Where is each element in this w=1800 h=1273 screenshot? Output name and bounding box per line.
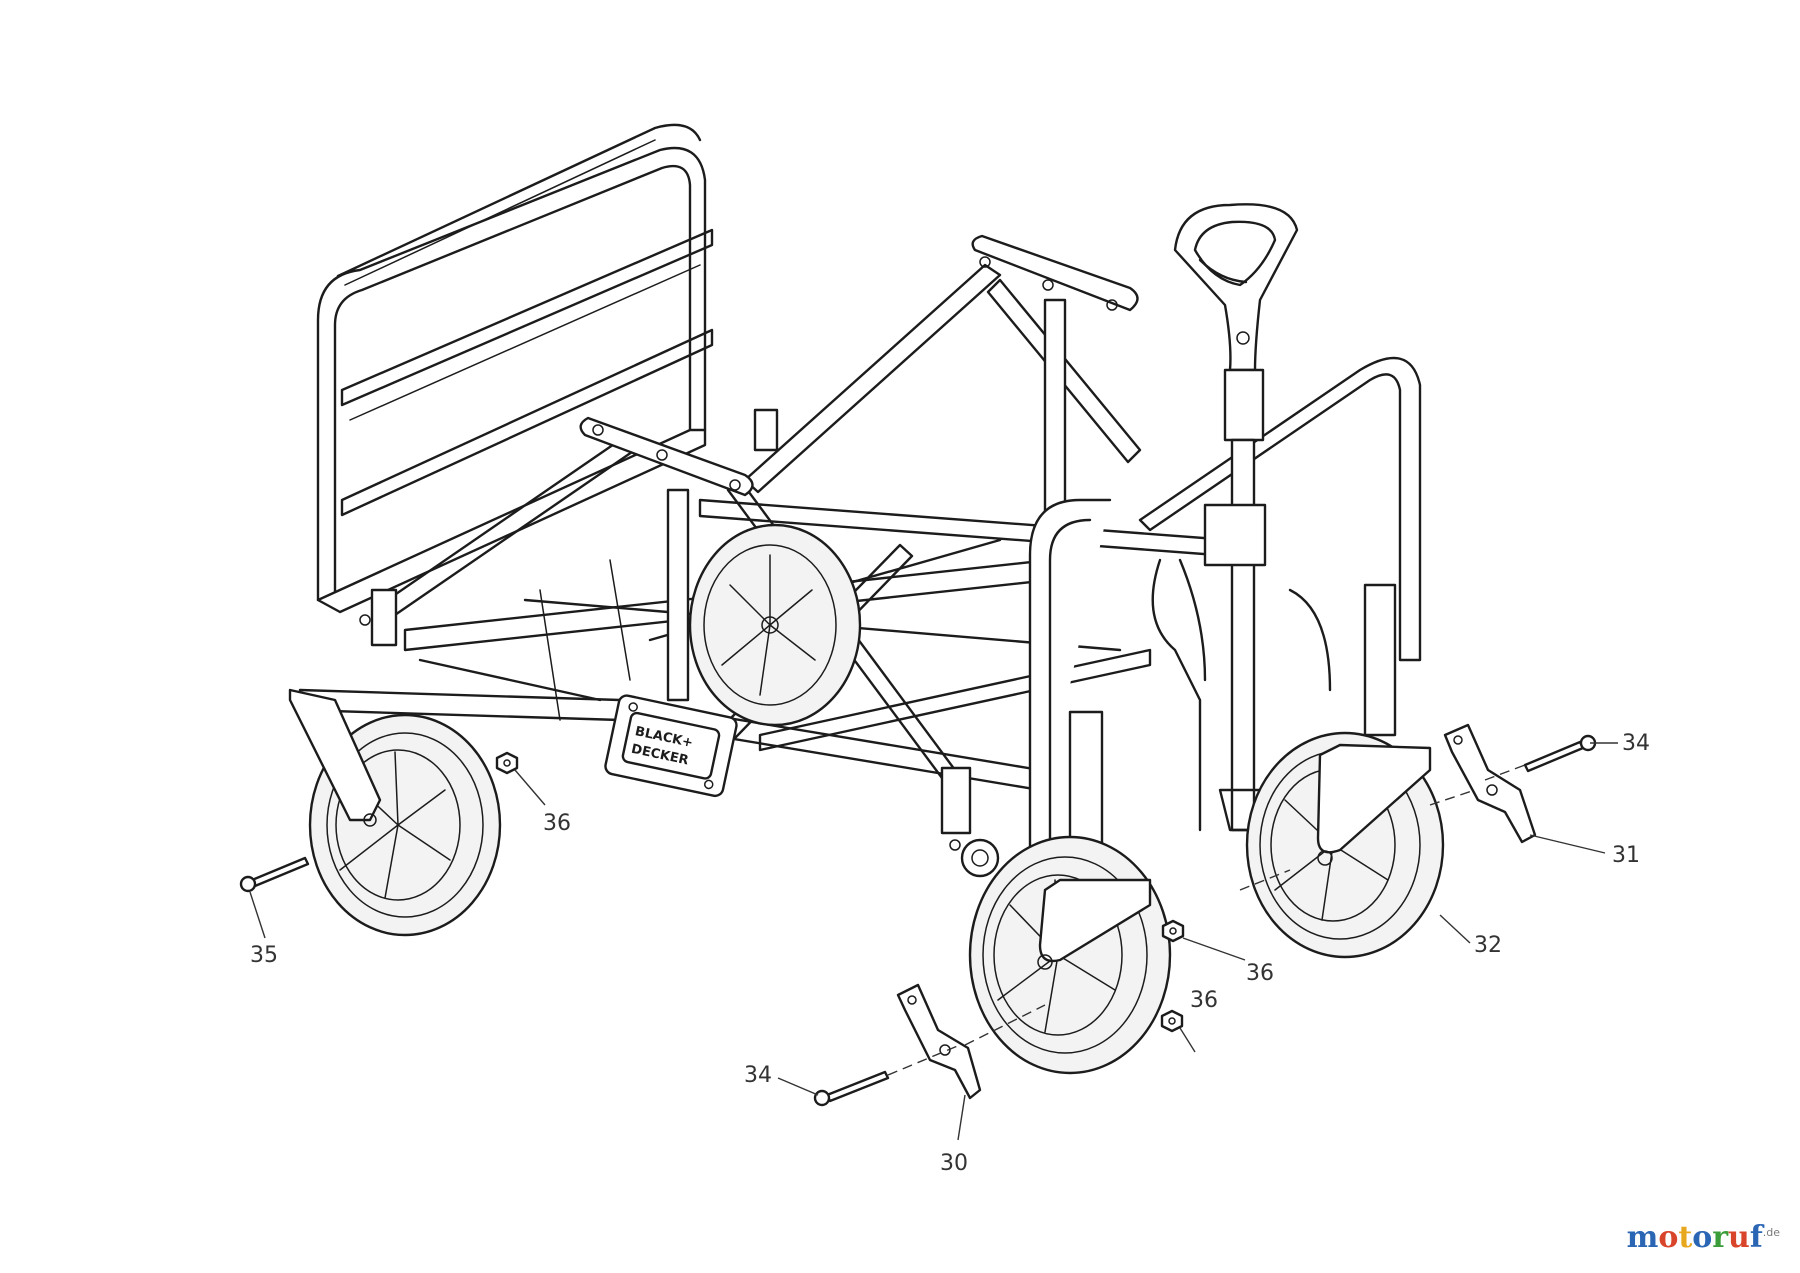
watermark-suffix: .de bbox=[1762, 1226, 1780, 1239]
watermark-letter: o bbox=[1692, 1220, 1713, 1255]
callout-34-right: 34 bbox=[1622, 731, 1650, 756]
callout-36-left: 36 bbox=[543, 811, 571, 836]
watermark-letter: t bbox=[1678, 1220, 1693, 1255]
motoruf-watermark: motoruf.de bbox=[1627, 1220, 1780, 1255]
callout-36-middle: 36 bbox=[1190, 988, 1218, 1013]
front-frame bbox=[1028, 356, 1422, 872]
callout-labels: 35 36 36 36 34 31 32 34 30 bbox=[250, 731, 1650, 1176]
callout-35: 35 bbox=[250, 943, 278, 968]
hardware-nut-36c bbox=[1160, 1009, 1184, 1033]
hardware-pin-35 bbox=[239, 856, 310, 893]
pull-handle bbox=[1173, 203, 1299, 832]
hardware-pin-34-left bbox=[813, 1070, 890, 1107]
callout-30: 30 bbox=[940, 1151, 968, 1176]
hardware-nut-36b bbox=[1161, 919, 1185, 943]
watermark-letter: f bbox=[1749, 1220, 1763, 1255]
wheel-rear-inner bbox=[688, 523, 862, 727]
callout-leaders bbox=[249, 742, 1618, 1141]
frame-brackets bbox=[359, 408, 1000, 878]
callout-34-left: 34 bbox=[744, 1063, 772, 1088]
callout-32: 32 bbox=[1474, 933, 1502, 958]
hinge-plates bbox=[579, 234, 1139, 497]
bracket-31 bbox=[1443, 723, 1537, 844]
brand-badge: BLACK+ DECKER bbox=[604, 694, 738, 798]
callout-36-right: 36 bbox=[1246, 961, 1274, 986]
watermark-letter: m bbox=[1626, 1220, 1659, 1255]
wheel-front-left bbox=[968, 835, 1172, 1075]
hardware-pin-34-right bbox=[1523, 734, 1597, 773]
watermark-letter: o bbox=[1658, 1220, 1679, 1255]
wheel-front-right bbox=[1245, 731, 1445, 959]
watermark-letter: u bbox=[1728, 1220, 1750, 1255]
callout-31: 31 bbox=[1612, 843, 1640, 868]
wheel-rear-left bbox=[288, 688, 502, 937]
hardware-nut-36a bbox=[495, 751, 519, 775]
bracket-30 bbox=[896, 983, 982, 1100]
assembly-axis-lines bbox=[887, 764, 1526, 1076]
watermark-letter: r bbox=[1712, 1220, 1729, 1255]
